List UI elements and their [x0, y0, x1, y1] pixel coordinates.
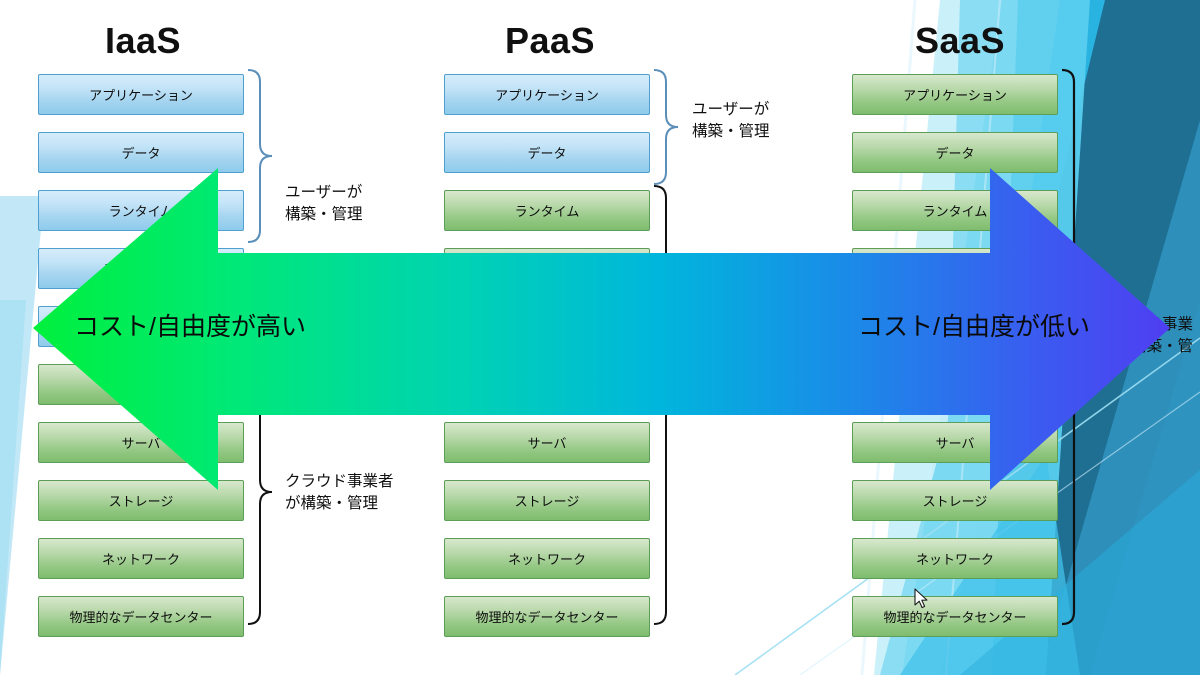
- bracket-iaas-user: [247, 69, 273, 243]
- bracket-label-iaas-user: ユーザーが 構築・管理: [285, 184, 363, 224]
- stack-box[interactable]: ストレージ: [38, 480, 244, 521]
- arrow-label-right: コスト/自由度が低い: [858, 313, 1090, 341]
- column-title-iaas: IaaS: [104, 20, 182, 61]
- stack-box[interactable]: サーバ: [444, 422, 650, 463]
- stack-box[interactable]: データ: [38, 132, 244, 173]
- bracket-label-paas-user: ユーザーが 構築・管理: [692, 101, 770, 141]
- arrow-label-left: コスト/自由度が高い: [74, 313, 306, 341]
- stack-box[interactable]: ストレージ: [444, 480, 650, 521]
- stack-box[interactable]: データ: [852, 132, 1058, 173]
- stack-box[interactable]: ストレージ: [852, 480, 1058, 521]
- stack-box[interactable]: 物理的なデータセンター: [852, 596, 1058, 637]
- stack-box[interactable]: ネットワーク: [852, 538, 1058, 579]
- stack-box[interactable]: アプリケーション: [852, 74, 1058, 115]
- stack-box[interactable]: アプリケーション: [38, 74, 244, 115]
- column-title-paas: PaaS: [504, 20, 596, 61]
- stack-box[interactable]: アプリケーション: [444, 74, 650, 115]
- stack-box[interactable]: 物理的なデータセンター: [38, 596, 244, 637]
- stack-box[interactable]: 物理的なデータセンター: [444, 596, 650, 637]
- bracket-paas-user: [653, 69, 679, 185]
- stack-box[interactable]: ランタイム: [444, 190, 650, 231]
- bracket-label-iaas-provider: クラウド事業者 が構築・管理: [285, 473, 394, 513]
- stack-box[interactable]: データ: [444, 132, 650, 173]
- stack-box[interactable]: ネットワーク: [38, 538, 244, 579]
- column-title-saas: SaaS: [914, 20, 1006, 61]
- stack-box[interactable]: ネットワーク: [444, 538, 650, 579]
